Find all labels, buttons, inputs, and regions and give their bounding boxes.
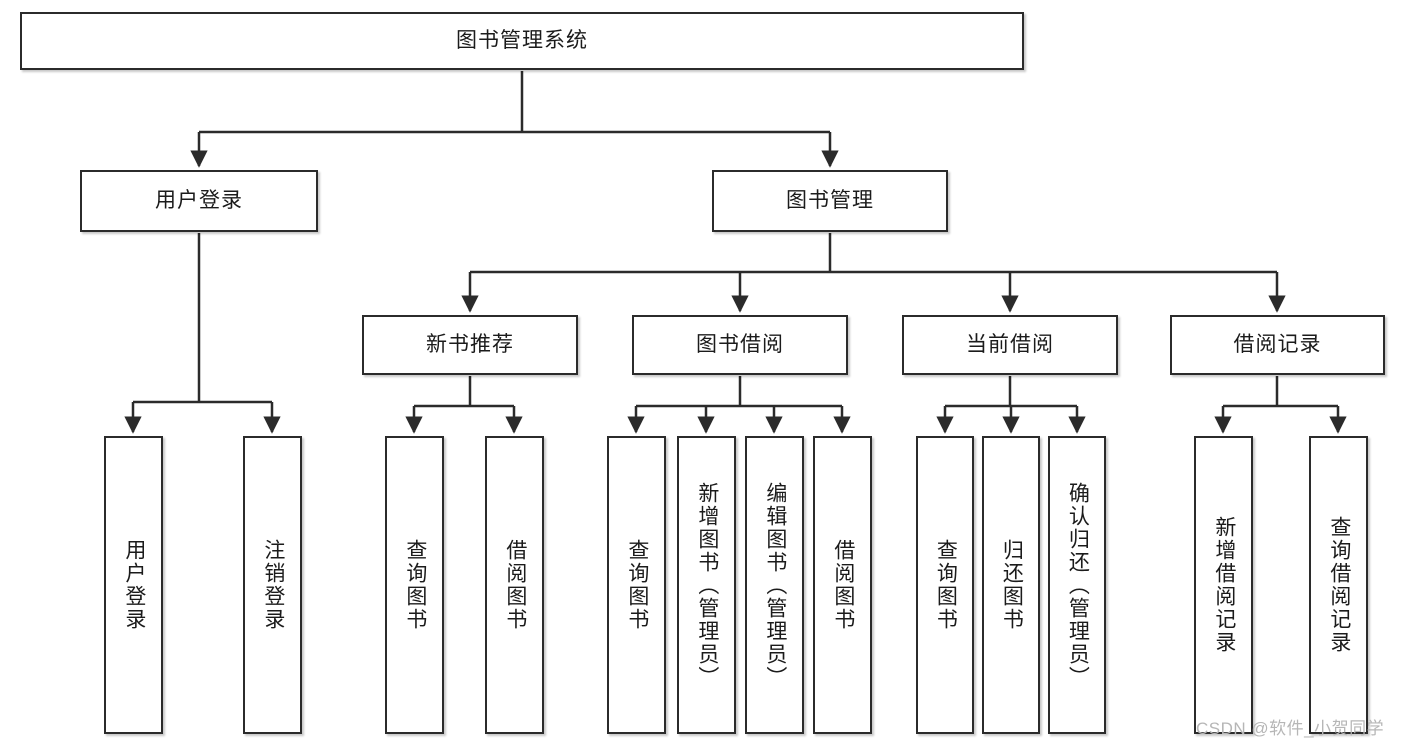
node-label: 新增借阅记录	[1212, 516, 1236, 654]
node-leaf-return-book[interactable]: 归还图书	[982, 436, 1040, 734]
node-leaf-logout[interactable]: 注销登录	[243, 436, 302, 734]
node-root-library-management-system[interactable]: 图书管理系统	[20, 12, 1024, 70]
node-label: 新书推荐	[426, 332, 514, 356]
node-leaf-add-book-admin[interactable]: 新增图书（管理员）	[677, 436, 736, 734]
node-label: 图书管理	[786, 188, 874, 212]
node-label: 查询图书	[625, 539, 649, 631]
node-label: 查询借阅记录	[1327, 516, 1351, 654]
node-label: 编辑图书（管理员）	[763, 481, 787, 689]
csdn-watermark: CSDN @软件_小贺同学	[1196, 719, 1385, 738]
node-label: 查询图书	[934, 539, 958, 631]
node-label: 图书借阅	[696, 332, 784, 356]
node-leaf-query-borrow-record[interactable]: 查询借阅记录	[1309, 436, 1368, 734]
node-leaf-query-book-current[interactable]: 查询图书	[916, 436, 974, 734]
node-label: 借阅记录	[1233, 332, 1322, 356]
node-leaf-add-borrow-record[interactable]: 新增借阅记录	[1194, 436, 1253, 734]
node-label: 借阅图书	[831, 539, 855, 631]
node-new-book-recommend[interactable]: 新书推荐	[362, 315, 578, 375]
node-label: 确认归还（管理员）	[1066, 481, 1090, 689]
node-label: 注销登录	[261, 539, 285, 631]
node-label: 当前借阅	[966, 332, 1054, 356]
node-leaf-borrow-book[interactable]: 借阅图书	[813, 436, 872, 734]
node-leaf-borrow-book-new[interactable]: 借阅图书	[485, 436, 544, 734]
node-leaf-edit-book-admin[interactable]: 编辑图书（管理员）	[745, 436, 804, 734]
node-label: 新增图书（管理员）	[695, 481, 719, 689]
node-leaf-confirm-return-admin[interactable]: 确认归还（管理员）	[1048, 436, 1106, 734]
node-label: 查询图书	[403, 539, 427, 631]
node-book-management[interactable]: 图书管理	[712, 170, 948, 232]
node-current-borrow[interactable]: 当前借阅	[902, 315, 1118, 375]
node-label: 用户登录	[122, 539, 146, 631]
node-leaf-query-book-borrow[interactable]: 查询图书	[607, 436, 666, 734]
node-user-login[interactable]: 用户登录	[80, 170, 318, 232]
node-leaf-query-book-new[interactable]: 查询图书	[385, 436, 444, 734]
node-leaf-user-login[interactable]: 用户登录	[104, 436, 163, 734]
node-borrow-record[interactable]: 借阅记录	[1170, 315, 1385, 375]
node-label: 图书管理系统	[456, 28, 588, 52]
node-label: 用户登录	[155, 188, 243, 212]
node-book-borrow[interactable]: 图书借阅	[632, 315, 848, 375]
node-label: 归还图书	[1000, 539, 1024, 631]
node-label: 借阅图书	[503, 539, 527, 631]
